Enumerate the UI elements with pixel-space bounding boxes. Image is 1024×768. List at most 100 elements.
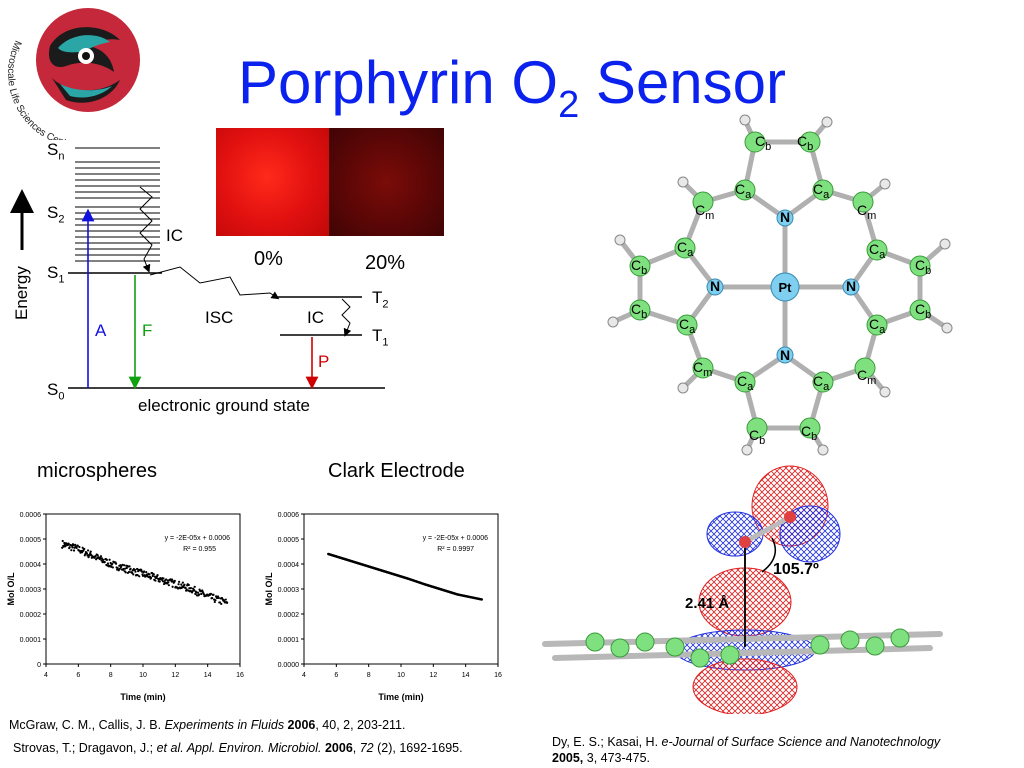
data-point [89,552,92,555]
data-point [176,587,180,590]
trendline-equation: y = -2E-05x + 0.0006 [165,535,230,542]
data-point [154,579,157,582]
data-point [89,550,92,553]
y-tick-label: 0.0006 [20,512,42,519]
photo-label-20: 20% [365,252,406,274]
level-t2: T2 [372,288,389,311]
oxygen-atom-1 [739,536,751,548]
pt-label: Pt [779,280,793,295]
svg-text:Ca: Ca [869,316,886,336]
data-point [211,596,214,600]
r-squared-label: R² = 0.955 [183,546,216,553]
x-tick-label: 6 [76,672,80,679]
porphyrin-molecule: Pt N N N N Cb Cb Ca Ca Cm Cm Ca Ca Cb Cb… [607,114,953,456]
data-point [196,591,200,594]
data-point [162,577,165,580]
citation-strovas: Strovas, T.; Dragavon, J.; et al. Appl. … [13,741,463,755]
data-point [167,581,170,584]
y-tick-label: 0 [37,662,41,669]
carbon-atoms [629,131,931,439]
data-point [193,589,196,592]
label-microspheres: microspheres [37,460,158,482]
data-point [138,575,141,578]
data-point [114,562,118,565]
svg-text:N: N [846,278,856,294]
data-point [161,580,165,583]
data-point [148,573,151,576]
data-point [195,591,198,594]
svg-text:Cb: Cb [915,301,931,321]
x-tick-label: 4 [302,672,306,679]
data-point [170,580,173,583]
x-tick-label: 16 [236,672,244,679]
data-point [74,543,77,546]
svg-text:Cm: Cm [857,202,876,222]
data-point [142,570,146,573]
data-point [188,587,191,590]
r-squared-label: R² = 0.9997 [437,546,474,553]
data-point [180,583,183,586]
y-tick-label: 0.0002 [278,612,300,619]
data-point [162,582,166,586]
data-point [61,539,64,543]
data-point [183,583,186,586]
nitrogen-labels: N N N N [710,209,856,363]
data-point [124,571,127,574]
data-point [86,549,90,552]
svg-text:Ca: Ca [737,373,754,393]
level-s0: S0 [47,380,65,403]
orbital-lobe-red-bottom [692,658,798,714]
logo: Microscale Life Sciences Center [2,0,142,140]
page-title: Porphyrin O2 Sensor [0,48,1024,140]
y-tick-label: 0.0003 [278,587,300,594]
data-point [480,598,484,601]
data-point [145,570,148,574]
x-tick-label: 6 [334,672,338,679]
level-s1: S1 [47,263,65,286]
data-point [111,566,114,569]
data-point [185,588,188,591]
x-tick-label: 12 [171,672,179,679]
x-tick-label: 16 [494,672,502,679]
data-point [125,566,128,570]
nitrogen-atoms [706,209,860,364]
angle-arc [761,537,777,573]
data-point [85,552,89,555]
y-tick-label: 0.0001 [20,637,42,644]
data-point [61,546,64,549]
x-tick-label: 10 [139,672,147,679]
citation-dy: Dy, E. S.; Kasai, H. e-Journal of Surfac… [552,735,941,765]
svg-text:N: N [780,209,790,225]
y-tick-label: 0.0005 [278,537,300,544]
platinum-atom [770,272,800,302]
chart-clark-electrode: 0.00000.00010.00020.00030.00040.00050.00… [264,512,502,702]
svg-text:Cb: Cb [749,427,765,447]
svg-text:Ca: Ca [813,373,830,393]
data-point [189,586,193,590]
data-point [152,573,155,576]
data-point [78,545,81,549]
data-point [70,549,73,552]
level-sn: Sn [47,140,65,163]
data-point [94,555,97,558]
y-axis-label: Mol O/L [264,572,274,605]
data-point [99,555,103,558]
label-isc: ISC [205,308,234,327]
trendline-equation: y = -2E-05x + 0.0006 [423,535,488,542]
energy-label: Energy [12,266,31,320]
carbon-labels: Cb Cb Ca Ca Cm Cm Ca Ca Cb Cb Cb Cb Ca C… [631,133,931,447]
svg-text:Cb: Cb [631,257,647,277]
y-tick-label: 0.0004 [20,562,42,569]
ic-squiggle-t2-t1 [341,298,352,337]
data-point [158,580,161,583]
label-a: A [95,321,107,340]
data-point [218,601,222,604]
label-p: P [318,352,330,371]
data-point [105,558,108,561]
data-point [202,593,205,596]
svg-text:Cm: Cm [695,202,714,222]
x-tick-label: 4 [44,672,48,679]
x-tick-label: 14 [204,672,212,679]
data-point [81,546,84,549]
angle-label: 105.7º [773,561,819,578]
